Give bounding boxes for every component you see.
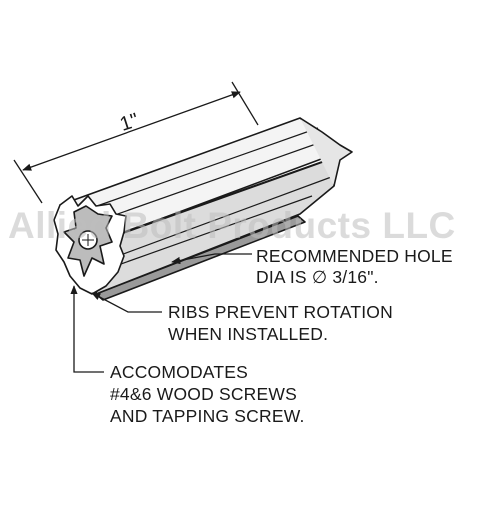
anchor-far-end: [299, 117, 353, 187]
watermark-text: Allied Bolt Products LLC: [8, 205, 456, 246]
leader-lines: [70, 253, 252, 373]
callout-hole-line-1: RECOMMENDED HOLE: [256, 246, 453, 266]
dimension-extension-left: [13, 159, 43, 204]
rib-line: [111, 155, 339, 237]
hole-center-mark: [82, 234, 94, 246]
callout-ribs-line-2: WHEN INSTALLED.: [168, 324, 328, 344]
callout-ribs-line-1: RIBS PREVENT ROTATION: [168, 302, 393, 322]
callout-screws-line-1: ACCOMODATES: [110, 362, 248, 382]
leader-ribs: [91, 292, 162, 313]
anchor-ribs: [79, 127, 339, 271]
rib-line: [94, 138, 331, 223]
callout-hole-line-2: DIA IS ∅ 3/16".: [256, 267, 379, 287]
leader-hole-diameter: [171, 253, 252, 265]
callout-screws-line-3: AND TAPPING SCREW.: [110, 406, 305, 426]
dimension-extension-right: [231, 81, 259, 126]
dimension-line: [22, 91, 241, 171]
anchor-end-face: [53, 195, 127, 295]
rib-line: [79, 127, 319, 213]
callout-screws-line-2: #4&6 WOOD SCREWS: [110, 384, 297, 404]
rib-line: [103, 195, 313, 271]
dimension-label: 1": [117, 109, 141, 136]
length-dimension: [13, 81, 259, 204]
anchor-body: [53, 117, 353, 301]
leader-screws: [70, 285, 104, 373]
rib-line: [117, 175, 335, 257]
